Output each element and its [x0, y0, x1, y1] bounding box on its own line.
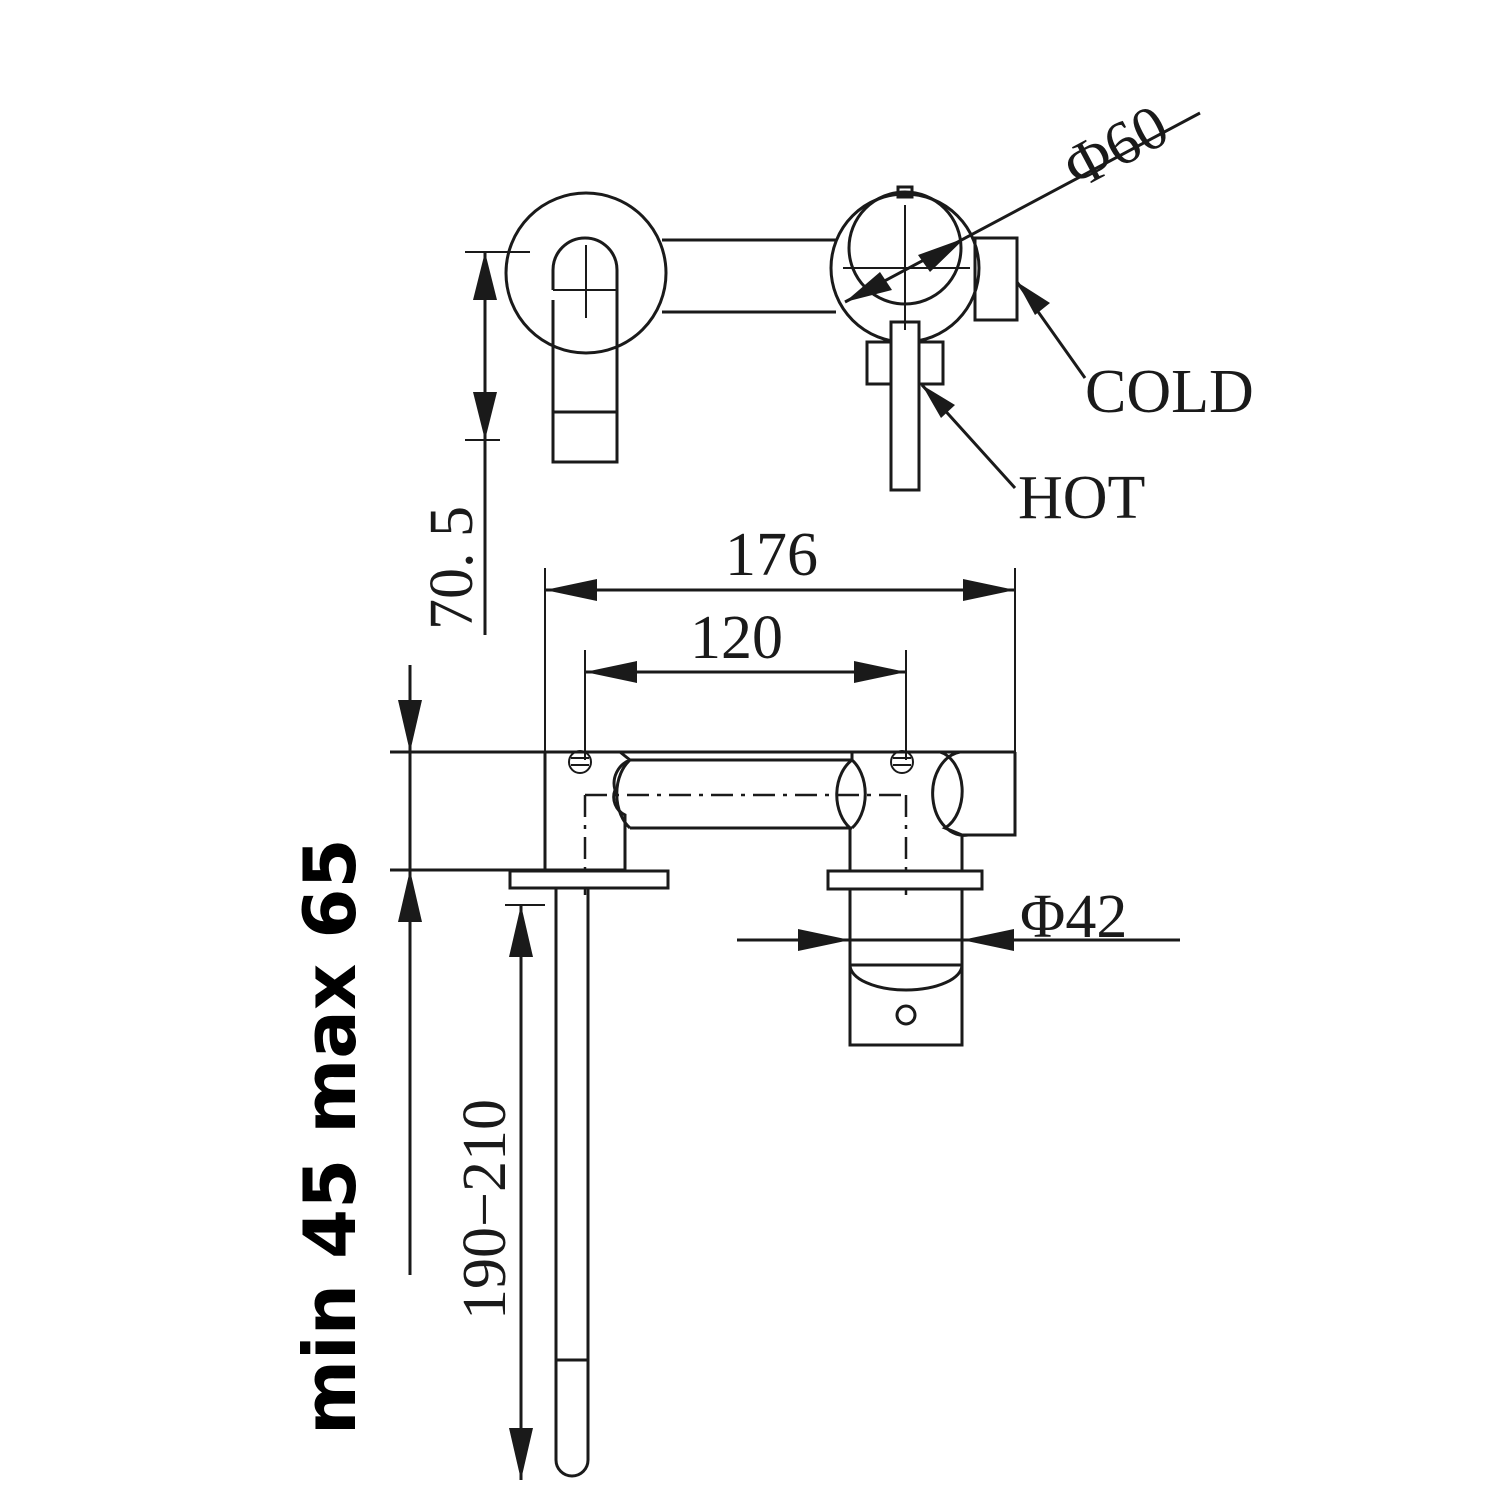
dim-wall: min 45 max 65: [288, 838, 372, 1435]
dim-h705: 70. 5: [418, 506, 486, 630]
dim-w176: 176: [725, 521, 818, 589]
dim-spout: 190−210: [451, 1099, 519, 1320]
dim-w120: 120: [690, 604, 783, 672]
dim-120: 120: [584, 604, 907, 760]
side-view: [390, 750, 1017, 1478]
front-view: Φ60 COLD HOT: [504, 92, 1254, 532]
dim-70-5: 70. 5: [418, 251, 530, 635]
dim-176: 176: [544, 521, 1016, 760]
label-cold: COLD: [1085, 358, 1254, 426]
dim-wall-thickness: min 45 max 65: [288, 665, 422, 1435]
dim-d60: Φ60: [1053, 92, 1180, 202]
label-hot: HOT: [1018, 464, 1145, 532]
dim-spout-length: 190−210: [451, 904, 545, 1480]
dim-d42: Φ42: [737, 883, 1180, 951]
dim-d42-text: Φ42: [1020, 883, 1127, 951]
